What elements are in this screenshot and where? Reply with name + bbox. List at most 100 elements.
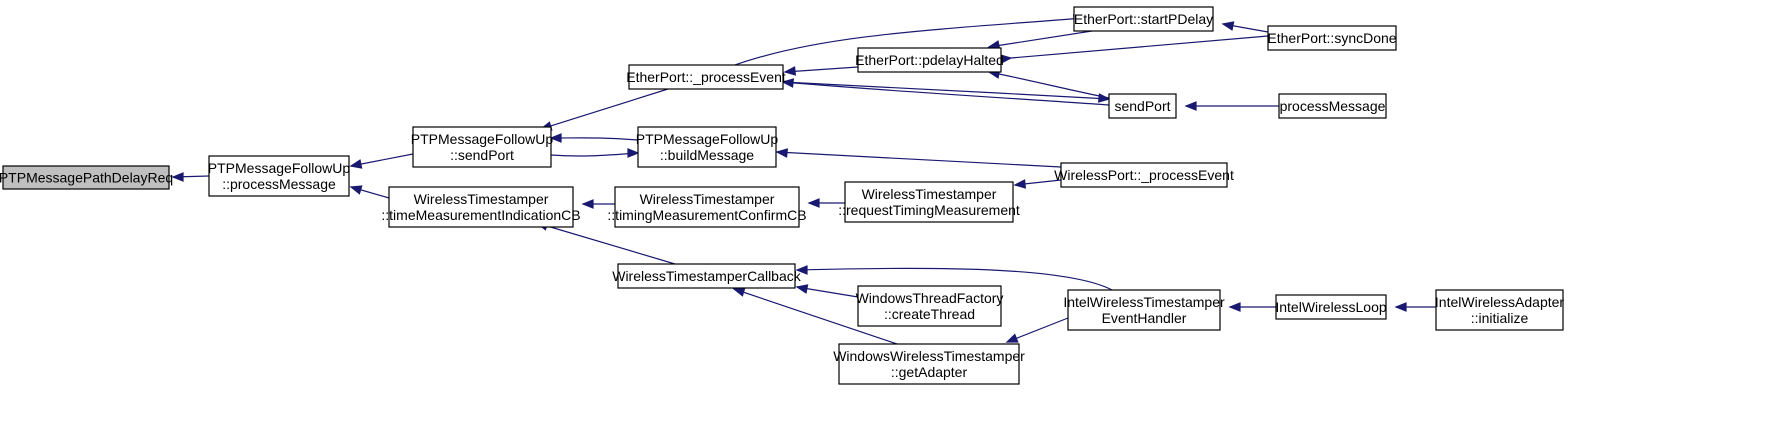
arrow-head-icon: [1228, 302, 1241, 312]
node-label: PTPMessageFollowUp: [411, 131, 554, 147]
caller-node[interactable]: PTPMessageFollowUp::processMessage: [208, 155, 351, 197]
node-label: ::timeMeasurementIndicationCB: [381, 207, 580, 223]
node-label: EventHandler: [1102, 310, 1187, 326]
node-label: EtherPort::syncDone: [1267, 30, 1396, 46]
node-box: [857, 285, 1002, 327]
edge-line: [734, 17, 1085, 66]
arrow-head-icon: [1184, 101, 1197, 111]
arrow-head-icon: [549, 133, 562, 143]
caller-node[interactable]: WindowsThreadFactory::createThread: [856, 285, 1004, 327]
edge-line: [784, 66, 859, 73]
arrow-head-icon: [1394, 302, 1407, 312]
node-label: ::requestTimingMeasurement: [838, 202, 1020, 218]
call-edge: [781, 78, 1110, 106]
edge-line: [733, 288, 898, 345]
caller-node[interactable]: WirelessTimestamper::timeMeasurementIndi…: [381, 186, 581, 228]
call-edge: [999, 35, 1269, 64]
call-edge: [171, 172, 210, 182]
arrow-head-icon: [795, 284, 809, 294]
node-label: WindowsThreadFactory: [856, 290, 1004, 306]
caller-node[interactable]: sendPort: [1108, 93, 1177, 119]
edge-line: [796, 267, 1113, 291]
node-label: processMessage: [1280, 98, 1386, 114]
call-graph-nodes: PTPMessagePathDelayReq PTPMessageFollowUp…: [0, 6, 1565, 385]
arrow-head-icon: [171, 172, 184, 182]
call-edge: [581, 199, 615, 209]
call-edge: [1228, 302, 1276, 312]
node-label: IntelWirelessTimestamper: [1063, 294, 1225, 310]
node-box: [1275, 294, 1387, 320]
caller-node[interactable]: EtherPort::startPDelay: [1073, 6, 1214, 32]
caller-node[interactable]: WindowsWirelessTimestamper::getAdapter: [833, 343, 1025, 385]
call-edge: [1013, 179, 1062, 189]
node-label: ::getAdapter: [891, 364, 968, 380]
arrow-head-icon: [807, 198, 820, 208]
node-box: [1067, 289, 1221, 331]
node-label: WirelessTimestamperCallback: [612, 268, 802, 284]
arrow-head-icon: [795, 265, 808, 275]
edge-line: [782, 81, 1110, 100]
call-edge: [549, 133, 639, 143]
arrow-head-icon: [732, 287, 746, 297]
node-label: PTPMessageFollowUp: [208, 160, 351, 176]
node-box: [838, 343, 1020, 385]
caller-node[interactable]: WirelessTimestamperCallback: [612, 263, 802, 289]
edge-line: [988, 71, 1110, 99]
node-label: WirelessTimestamper: [862, 186, 997, 202]
arrow-head-icon: [581, 199, 594, 209]
edge-line: [540, 88, 669, 130]
caller-node[interactable]: WirelessPort::_processEvent: [1054, 162, 1234, 188]
arrow-head-icon: [349, 159, 363, 169]
caller-node[interactable]: EtherPort::syncDone: [1267, 25, 1397, 51]
node-label: EtherPort::_processEvent: [626, 69, 786, 85]
node-label: ::processMessage: [222, 176, 336, 192]
node-box: [637, 126, 777, 168]
node-label: PTPMessageFollowUp: [636, 131, 779, 147]
caller-node[interactable]: WirelessTimestamper::requestTimingMeasur…: [838, 181, 1020, 223]
call-edge: [349, 185, 390, 199]
call-edge: [795, 265, 1113, 291]
node-label: WirelessTimestamper: [414, 191, 549, 207]
edge-line: [1010, 35, 1269, 59]
call-edge: [782, 81, 1111, 103]
call-edge: [535, 221, 676, 265]
node-label: PTPMessagePathDelayReq: [0, 170, 173, 186]
node-box: [628, 64, 784, 90]
arrow-head-icon: [1221, 21, 1235, 31]
node-box: [1073, 6, 1214, 32]
call-graph-edges: [171, 14, 1436, 345]
node-box: [844, 181, 1014, 223]
arrow-head-icon: [1005, 333, 1019, 343]
caller-node[interactable]: EtherPort::pdelayHalted: [855, 47, 1004, 73]
caller-node[interactable]: PTPMessageFollowUp::buildMessage: [636, 126, 779, 168]
arrow-head-icon: [783, 66, 797, 76]
caller-node[interactable]: EtherPort::_processEvent: [626, 64, 786, 90]
root-node: PTPMessagePathDelayReq: [0, 165, 173, 190]
node-box: [1108, 93, 1177, 119]
caller-node[interactable]: IntelWirelessLoop: [1275, 294, 1387, 320]
call-edge: [539, 88, 669, 131]
edge-line: [536, 222, 676, 265]
node-box: [1060, 162, 1228, 188]
node-box: [614, 186, 800, 228]
node-label: IntelWirelessLoop: [1275, 299, 1386, 315]
node-box: [617, 263, 796, 289]
node-box: [1278, 93, 1387, 119]
node-box: [208, 155, 350, 197]
arrow-head-icon: [627, 148, 640, 158]
node-box: [1267, 25, 1397, 51]
node-label: WirelessPort::_processEvent: [1054, 167, 1234, 183]
node-label: ::initialize: [1471, 310, 1529, 326]
node-label: ::createThread: [884, 306, 975, 322]
caller-node[interactable]: PTPMessageFollowUp::sendPort: [411, 126, 554, 168]
caller-node[interactable]: WirelessTimestamper::timingMeasurementCo…: [607, 186, 807, 228]
call-edge: [783, 66, 859, 76]
node-box: [1435, 289, 1564, 331]
arrow-head-icon: [1097, 93, 1111, 103]
node-label: ::buildMessage: [660, 147, 754, 163]
caller-node[interactable]: IntelWirelessAdapter::initialize: [1435, 289, 1565, 331]
edge-line: [1006, 317, 1069, 343]
caller-node[interactable]: processMessage: [1278, 93, 1387, 119]
